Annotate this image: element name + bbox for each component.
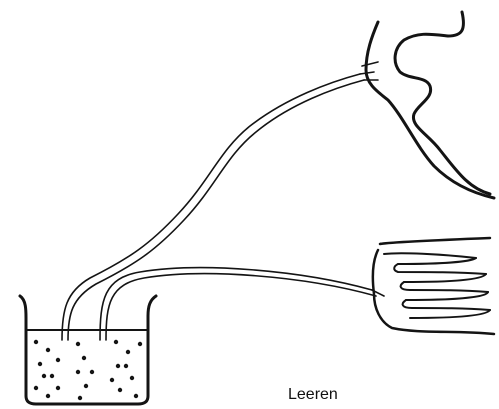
lower-organ-outline	[373, 238, 494, 334]
beaker-liquid-particles	[34, 340, 142, 400]
figure-caption: Leeren	[288, 386, 338, 404]
upper-organ-outline	[366, 12, 494, 198]
tube-to-upper-organ	[62, 62, 378, 340]
beaker	[20, 296, 156, 404]
